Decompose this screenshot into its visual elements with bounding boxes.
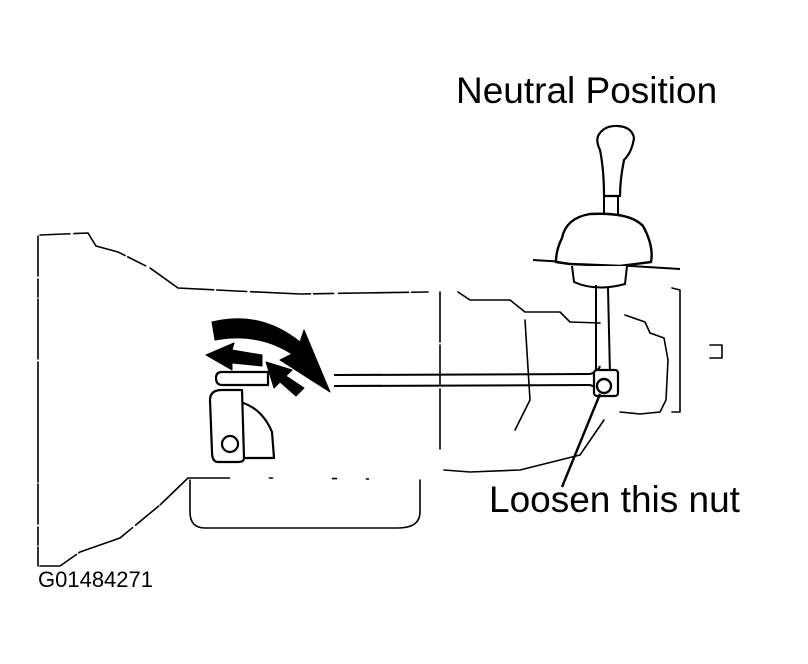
- loosen-nut-label: Loosen this nut: [489, 479, 740, 520]
- shifter-boot: [554, 212, 653, 268]
- shift-lever-knob: [596, 124, 636, 198]
- shift-lever-lower-rod: [595, 285, 611, 376]
- nut-leader-line: [560, 393, 602, 488]
- selector-lever: [208, 370, 276, 464]
- left-arrow-small: [205, 342, 263, 371]
- neutral-position-label: Neutral Position: [456, 70, 718, 111]
- adjusting-nut: [595, 377, 613, 395]
- curved-arrow-large: [211, 318, 331, 393]
- shifter-boot-collar: [571, 265, 628, 289]
- transmission-housing: [37, 232, 723, 567]
- figure-id: G01484271: [38, 567, 153, 592]
- control-rod: [333, 373, 591, 387]
- diagonal-arrow-small: [265, 361, 305, 397]
